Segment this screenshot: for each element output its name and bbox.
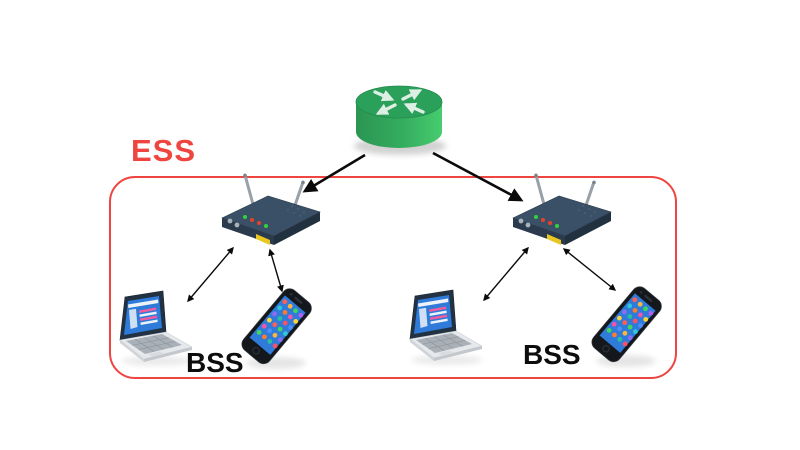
ess-label: ESS — [131, 133, 197, 168]
link-router-to-ap-right — [432, 151, 524, 202]
access-point-left-icon — [220, 172, 322, 247]
laptop-right-icon — [410, 290, 483, 365]
ess-boundary-box — [109, 176, 677, 379]
link-ap-left-laptop-left — [187, 246, 234, 303]
access-point-right-icon — [511, 172, 613, 247]
link-ap-left-smartphone-left — [268, 248, 284, 293]
link-ap-right-laptop-right — [483, 246, 529, 302]
smartphone-left-icon — [239, 285, 315, 369]
laptop-left-icon — [120, 291, 193, 366]
smartphone-right-icon — [589, 283, 665, 367]
core-router-icon — [354, 85, 446, 155]
bss-label-left: BSS — [186, 347, 244, 378]
bss-label-right: BSS — [523, 339, 581, 370]
link-router-to-ap-left — [302, 153, 366, 193]
link-ap-right-smartphone-right — [562, 248, 617, 291]
